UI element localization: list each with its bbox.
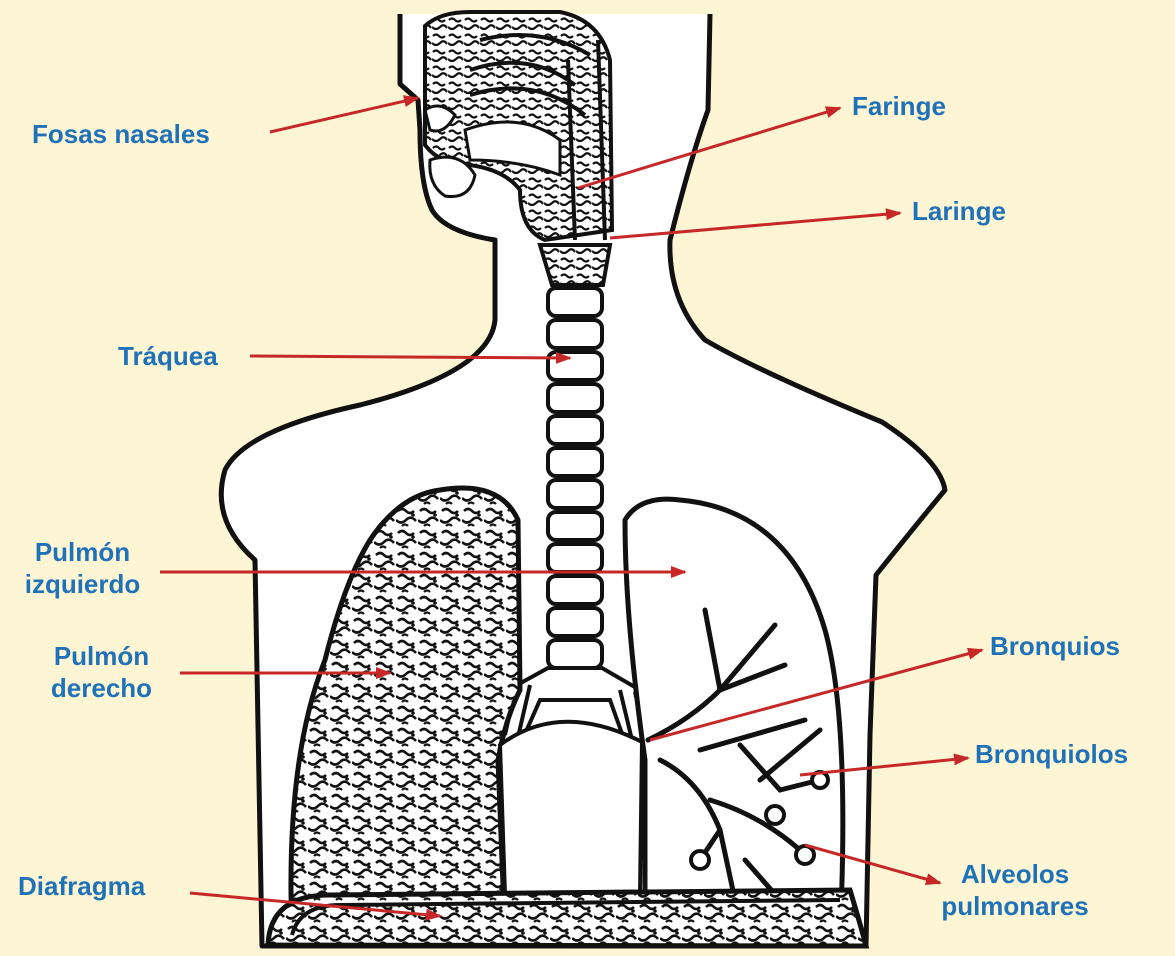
label-pulmon-derecho: Pulmón derecho	[34, 640, 169, 704]
label-traquea: Tráquea	[118, 340, 218, 372]
label-laringe: Laringe	[912, 195, 1006, 227]
trachea	[548, 288, 602, 668]
heart-space	[500, 722, 642, 895]
label-faringe: Faringe	[852, 90, 946, 122]
label-fosas-nasales: Fosas nasales	[32, 118, 210, 150]
label-diafragma: Diafragma	[18, 870, 145, 902]
label-pulmon-izquierdo: Pulmón izquierdo	[10, 536, 155, 600]
larynx	[540, 245, 610, 285]
label-alveolos-pulmonares: Alveolos pulmonares	[930, 858, 1100, 922]
arrow-traquea	[250, 356, 570, 358]
arrow-fosas-nasales	[270, 98, 418, 132]
label-bronquiolos: Bronquiolos	[975, 738, 1128, 770]
label-bronquios: Bronquios	[990, 630, 1120, 662]
diaphragm	[268, 890, 866, 946]
